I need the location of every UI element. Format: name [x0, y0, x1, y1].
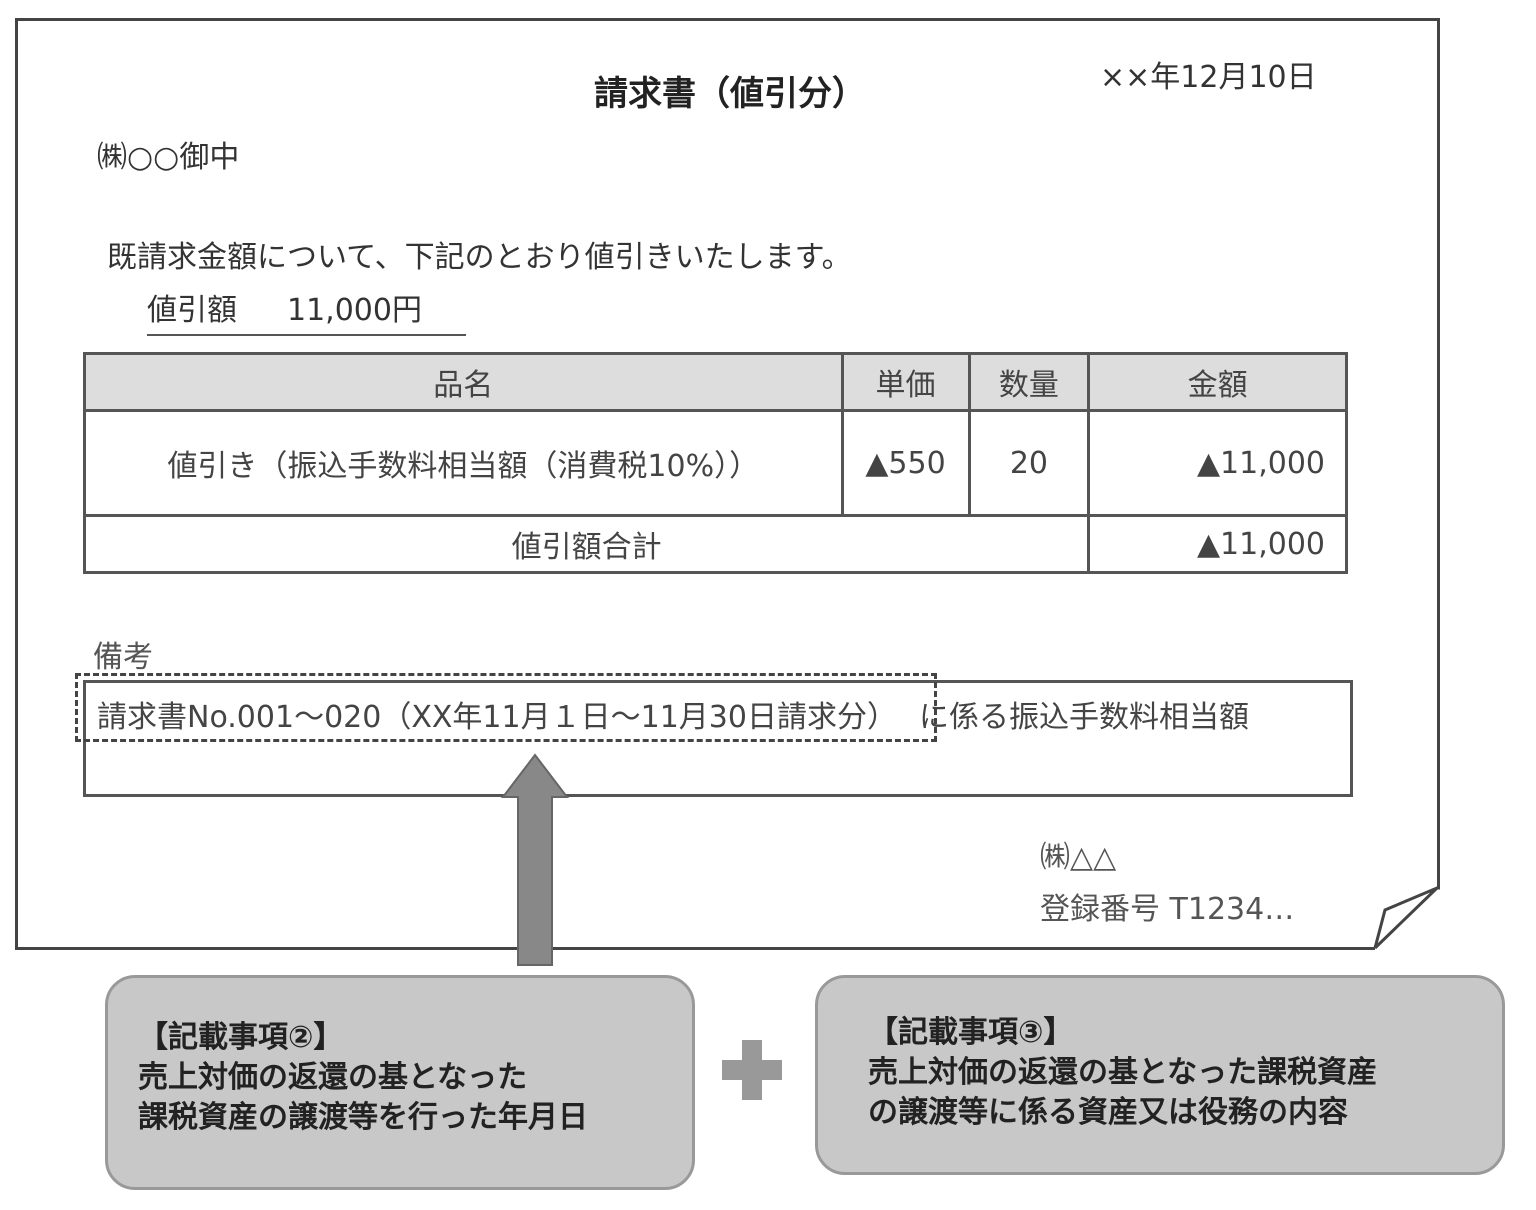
header-amount: 金額	[1087, 352, 1348, 412]
invoice-page	[15, 18, 1440, 948]
header-item: 品名	[83, 352, 844, 412]
header-unit-price: 単価	[840, 352, 971, 412]
page-border-bottom	[15, 947, 1375, 950]
cell-quantity: 20	[967, 409, 1091, 517]
callout-item-3: 【記載事項③】 売上対価の返還の基となった課税資産 の譲渡等に係る資産又は役務の…	[815, 975, 1505, 1175]
page-border-right	[1437, 18, 1440, 888]
folded-corner-icon	[1373, 886, 1440, 950]
discount-line: 値引額 11,000円	[147, 292, 466, 336]
remarks-highlight: 請求書No.001～020（XX年11月１日～11月30日請求分）	[97, 700, 897, 735]
callout-line: の譲渡等に係る資産又は役務の内容	[868, 1095, 1348, 1130]
remarks-label: 備考	[93, 640, 153, 675]
discount-amount: 11,000円	[287, 293, 422, 328]
header-quantity: 数量	[967, 352, 1091, 412]
cell-amount: ▲11,000	[1087, 409, 1348, 517]
cell-item: 値引き（振込手数料相当額（消費税10%））	[83, 409, 844, 517]
discount-label: 値引額	[147, 293, 237, 328]
callout-line: 売上対価の返還の基となった	[138, 1060, 528, 1095]
remarks-text: 請求書No.001～020（XX年11月１日～11月30日請求分） に係る振込手数…	[97, 692, 1249, 736]
callout-title: 【記載事項③】	[868, 1015, 1074, 1050]
callout-line: 売上対価の返還の基となった課税資産	[868, 1055, 1378, 1090]
addressee: ㈱○○御中	[97, 140, 240, 175]
callout-title: 【記載事項②】	[138, 1020, 344, 1055]
cell-unit-price: ▲550	[840, 409, 971, 517]
invoice-table: 品名 単価 数量 金額 値引き（振込手数料相当額（消費税10%）） ▲550 2…	[82, 352, 1348, 574]
arrow-up-icon	[500, 753, 570, 966]
callout-item-2: 【記載事項②】 売上対価の返還の基となった 課税資産の譲渡等を行った年月日	[105, 975, 695, 1190]
issuer-name: ㈱△△	[1040, 840, 1117, 875]
body-text: 既請求金額について、下記のとおり値引きいたします。	[107, 240, 852, 275]
invoice-title: 請求書（値引分）	[594, 74, 866, 114]
remarks-rest: に係る振込手数料相当額	[918, 700, 1249, 735]
table-row: 値引き（振込手数料相当額（消費税10%）） ▲550 20 ▲11,000	[83, 409, 1348, 517]
total-label: 値引額合計	[82, 514, 1091, 574]
invoice-date: ××年12月10日	[1100, 60, 1317, 95]
table-header: 品名 単価 数量 金額	[83, 352, 1348, 412]
highlight-dashed-box	[75, 673, 937, 742]
total-row: 値引額合計 ▲11,000	[82, 514, 1348, 574]
registration-number: 登録番号 T1234…	[1040, 892, 1295, 927]
callout-line: 課税資産の譲渡等を行った年月日	[138, 1100, 588, 1135]
plus-icon	[722, 1040, 782, 1100]
total-value: ▲11,000	[1087, 514, 1348, 574]
remarks-box	[83, 680, 1353, 797]
